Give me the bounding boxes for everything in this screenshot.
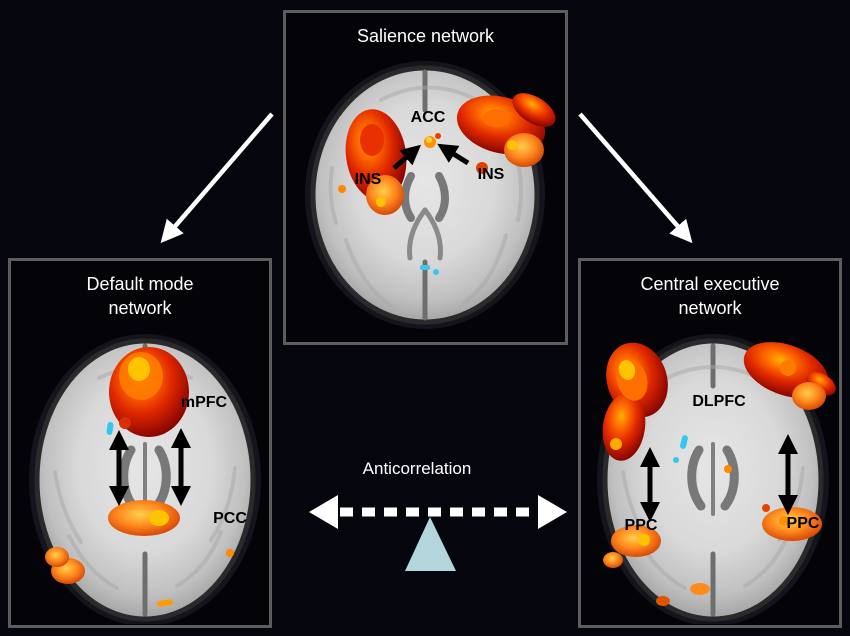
ins-right-label: INS [478, 166, 505, 183]
dlpfc-label: DLPFC [692, 393, 746, 410]
ins-left-activation [338, 109, 407, 215]
fulcrum-triangle [405, 517, 456, 571]
acc-activation [424, 133, 441, 148]
acc-label: ACC [411, 109, 446, 126]
panel-central-executive-network: Central executive network [578, 258, 842, 628]
anticorrelation-dashed-arrow [309, 495, 567, 529]
salience-panel-title: Salience network [356, 26, 495, 46]
salience-to-cen-arrow [578, 112, 693, 244]
cen-panel-title: Central executive network [640, 274, 780, 318]
panel-default-mode-network: Default mode network [8, 258, 272, 628]
blue-deactivation-spec [673, 435, 688, 463]
mpfc-pcc-arrows [109, 428, 191, 506]
dlpfc-right-activation [743, 342, 836, 410]
ppc-left-label: PPC [625, 517, 658, 534]
sulci-texture [328, 85, 523, 308]
ins-left-label: INS [355, 171, 382, 188]
dmn-panel-title: Default mode network [86, 274, 194, 318]
anticorrelation-label: Anticorrelation [362, 459, 472, 478]
posterior-small-activations [656, 465, 732, 606]
acc-converging-arrows [392, 143, 470, 170]
dlpfc-ppc-arrows [640, 434, 798, 522]
pcc-activation [108, 500, 180, 536]
salience-to-dmn-arrow [160, 112, 274, 244]
panel-salience-network: Salience network [283, 10, 568, 345]
posterior-left-activation [45, 547, 234, 607]
ppc-right-activation [762, 504, 822, 541]
ppc-left-activation [603, 525, 661, 568]
mpfc-label: mPFC [181, 394, 228, 411]
cen-brain-image: DLPFC PPC PPC [597, 334, 836, 624]
ins-right-activation [456, 93, 556, 174]
dmn-brain-image: mPFC PCC [29, 334, 261, 624]
ppc-right-label: PPC [787, 515, 820, 532]
dlpfc-left-activation [602, 342, 668, 461]
salience-brain-image: ACC INS INS [305, 61, 556, 329]
midline-and-ventricles [401, 69, 449, 321]
pcc-label: PCC [213, 510, 247, 527]
blue-deactivation-spec [420, 265, 439, 275]
mpfc-activation [109, 347, 189, 437]
